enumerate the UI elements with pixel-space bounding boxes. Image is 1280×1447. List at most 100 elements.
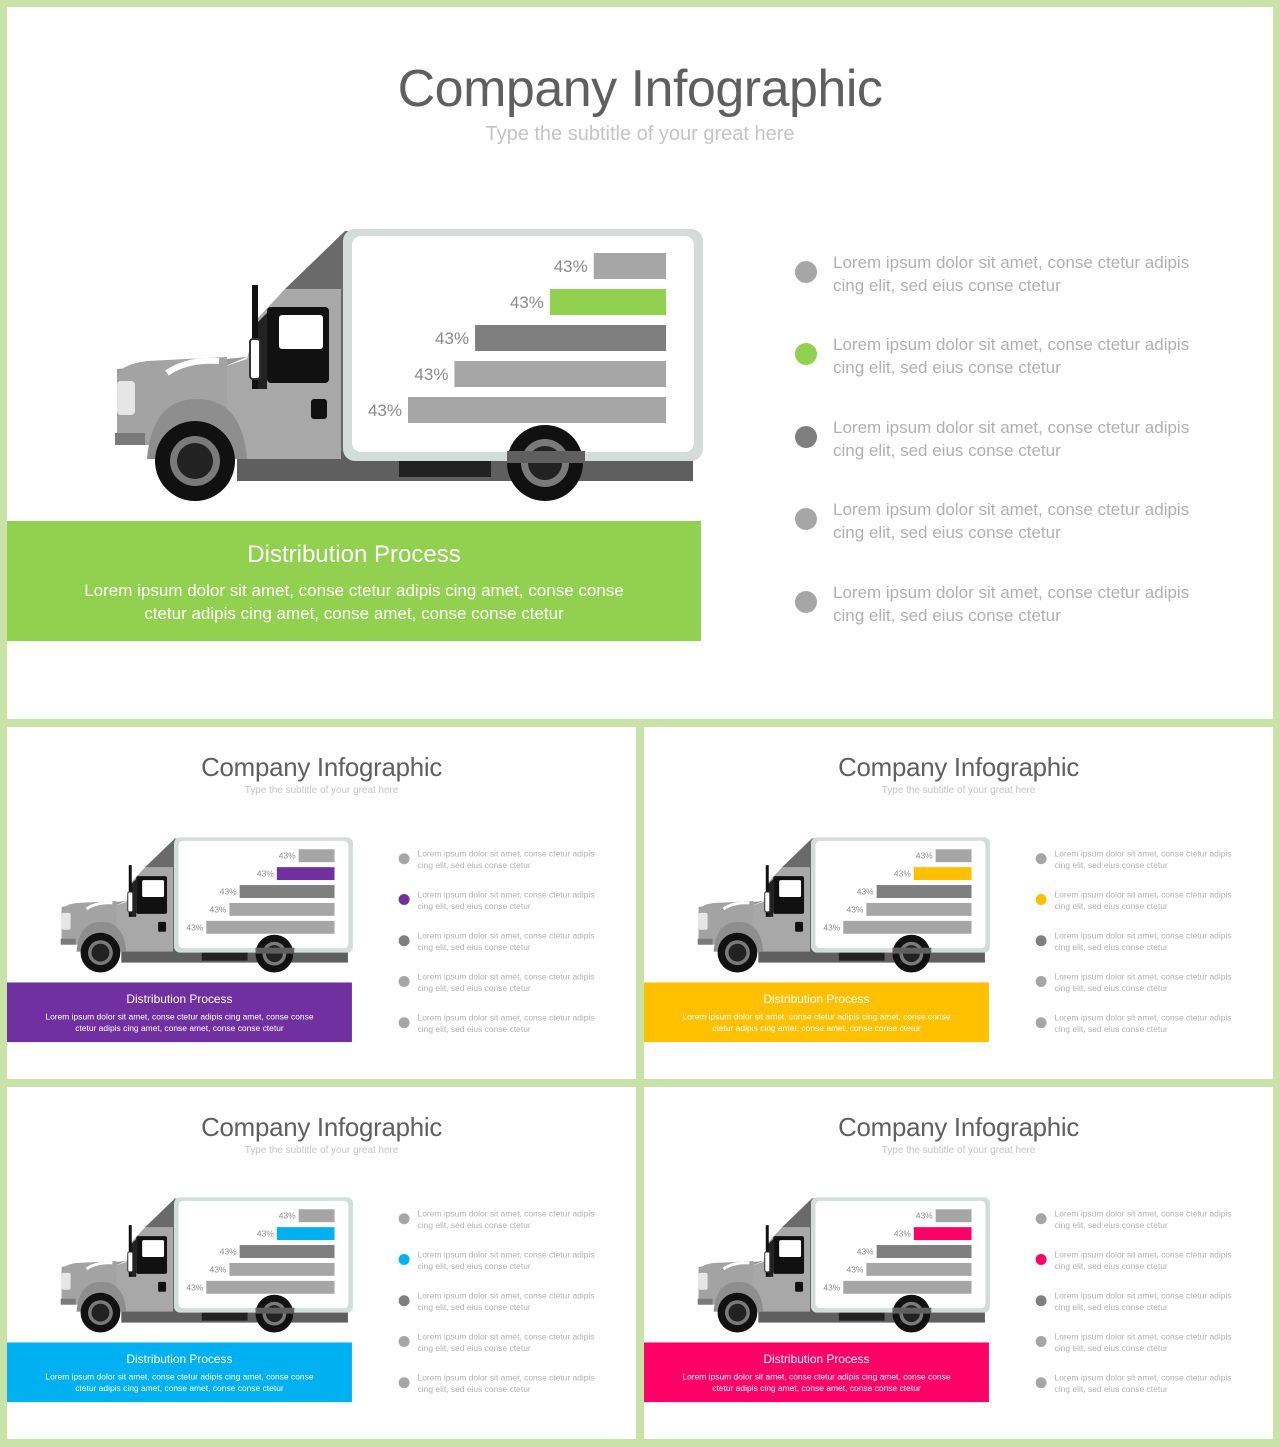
bullet-text: Lorem ipsum dolor sit amet, conse ctetur… [1054,1291,1232,1313]
truck-fuel-tank [838,1311,885,1321]
hood-highlight [85,901,113,911]
door-handle [311,399,327,419]
slide-title: Company Infographic [397,60,883,118]
bullet-text: Lorem ipsum dolor sit amet, conse ctetur… [1054,972,1232,993]
slide-3[interactable]: Company Infographic Type the subtitle of… [644,727,1273,1079]
slide-subtitle: Type the subtitle of your great here [485,123,795,145]
bar-3 [876,1245,972,1258]
exhaust-pipe [765,1225,769,1277]
front-bumper [115,433,145,445]
bar-label-5: 43% [186,1282,203,1292]
bullet-text: Lorem ipsum dolor sit amet, conse ctetur… [417,890,595,911]
front-bumper [60,1298,76,1305]
slide-5[interactable]: Company Infographic Type the subtitle of… [644,1087,1273,1439]
slide-content: Company Infographic Type the subtitle of… [7,727,636,1079]
bullet-dot-icon [795,508,817,530]
slide-title: Company Infographic [201,753,443,783]
bullet-text: Lorem ipsum dolor sit amet, conse ctetur… [1054,1332,1232,1353]
bar-label-3: 43% [857,1246,874,1256]
truck-illustration: 43%43%43%43%43% [115,229,703,501]
bullet-text: Lorem ipsum dolor sit amet, conse ctetur… [1054,1373,1232,1395]
bar-label-4: 43% [414,365,448,384]
bar-chart: 43%43%43%43%43% [823,849,972,934]
bar-label-4: 43% [847,1264,864,1274]
bar-label-5: 43% [823,922,840,932]
bar-label-3: 43% [857,886,874,896]
bar-1 [298,1209,335,1223]
bar-label-1: 43% [279,851,296,861]
slide-4[interactable]: Company Infographic Type the subtitle of… [7,1087,636,1439]
banner-title: Distribution Process [126,1352,233,1366]
banner-title: Distribution Process [126,992,233,1006]
slide-title: Company Infographic [838,1113,1080,1143]
distribution-banner: Distribution Process Lorem ipsum dolor s… [7,521,701,641]
bullet-dot-icon [398,1017,410,1029]
truck-illustration: 43%43%43%43%43% [697,837,990,973]
side-mirror [764,1251,771,1273]
hood-highlight [722,901,750,911]
slide-1[interactable]: Company Infographic Type the subtitle of… [7,7,1273,719]
bullet-text: Lorem ipsum dolor sit amet, conse ctetur… [417,931,595,953]
bar-3 [239,885,335,898]
bullet-text: Lorem ipsum dolor sit amet, conse ctetur… [417,1291,595,1313]
bar-label-5: 43% [368,401,402,420]
bullet-text: Lorem ipsum dolor sit amet, conse ctetur… [833,253,1190,295]
bullet-dot-icon [795,591,817,613]
bullet-text: Lorem ipsum dolor sit amet, conse ctetur… [1054,1250,1232,1271]
bullet-text: Lorem ipsum dolor sit amet, conse ctetur… [1054,931,1232,953]
slide-2[interactable]: Company Infographic Type the subtitle of… [7,727,636,1079]
truck-illustration: 43%43%43%43%43% [60,1197,353,1333]
bullet-dot-icon [398,935,410,947]
headlight [61,912,71,930]
bar-5 [408,397,666,423]
door-handle [158,1281,167,1292]
truck-illustration: 43%43%43%43%43% [697,1197,990,1333]
bar-chart: 43%43%43%43%43% [186,1209,335,1294]
bullet-dot-icon [795,343,817,365]
side-mirror [249,338,261,380]
bar-label-2: 43% [257,1229,274,1239]
bar-label-3: 43% [220,886,237,896]
front-bumper [697,938,713,945]
banner-text: Lorem ipsum dolor sit amet, conse ctetur… [45,1012,314,1034]
bullet-text: Lorem ipsum dolor sit amet, conse ctetur… [417,1013,595,1035]
bar-1 [298,849,335,863]
bullet-text: Lorem ipsum dolor sit amet, conse ctetur… [1054,1013,1232,1035]
bar-2 [913,1227,972,1241]
hood-highlight [165,357,220,376]
banner-title: Distribution Process [763,992,870,1006]
banner-title: Distribution Process [247,541,461,568]
distribution-banner: Distribution Process Lorem ipsum dolor s… [7,982,352,1043]
side-mirror [764,891,771,913]
bar-1 [935,1209,972,1223]
bar-1 [935,849,972,863]
bar-2 [276,867,335,881]
bar-2 [276,1227,335,1241]
bullet-text: Lorem ipsum dolor sit amet, conse ctetur… [833,583,1190,625]
bar-3 [876,885,972,898]
bullet-text: Lorem ipsum dolor sit amet, conse ctetur… [1054,849,1232,871]
bar-chart: 43%43%43%43%43% [823,1209,972,1294]
bullet-dot-icon [1035,1335,1047,1347]
bullet-dot-icon [398,1213,410,1225]
front-bumper [60,938,76,945]
distribution-banner: Distribution Process Lorem ipsum dolor s… [644,1342,989,1403]
door-handle [158,921,167,932]
distribution-banner: Distribution Process Lorem ipsum dolor s… [644,982,989,1043]
bullet-dot-icon [1035,1213,1047,1225]
bar-label-5: 43% [186,922,203,932]
bar-label-1: 43% [916,851,933,861]
bullet-text: Lorem ipsum dolor sit amet, conse ctetur… [417,1250,595,1271]
bar-4 [866,1262,972,1276]
bar-label-4: 43% [210,904,227,914]
bar-5 [206,1280,335,1294]
bullet-dot-icon [398,853,410,865]
cab-window-glass [142,1240,165,1257]
bar-chart: 43%43%43%43%43% [186,849,335,934]
bar-2 [913,867,972,881]
slide-subtitle: Type the subtitle of your great here [881,1144,1036,1156]
bullet-dot-icon [1035,893,1047,905]
bullet-dot-icon [398,1295,410,1307]
exhaust-pipe [252,285,258,389]
bullet-dot-icon [1035,935,1047,947]
